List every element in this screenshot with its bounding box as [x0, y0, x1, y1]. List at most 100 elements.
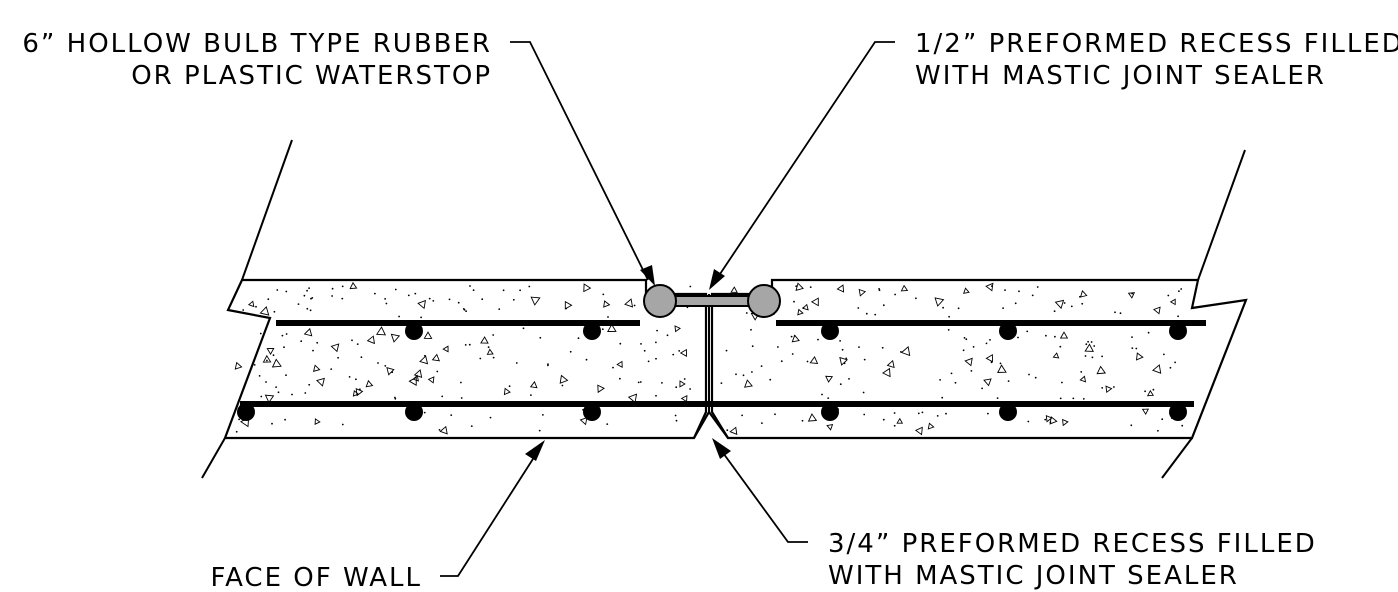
stipple-dot — [965, 338, 968, 341]
stipple-dot — [260, 395, 263, 398]
stipple-aggregate — [312, 364, 321, 372]
stipple-aggregate — [985, 354, 993, 363]
stipple-dot — [601, 328, 604, 331]
stipple-aggregate — [316, 377, 325, 387]
stipple-dot — [272, 354, 275, 357]
stipple-dot — [487, 346, 490, 349]
stipple-aggregate — [1096, 365, 1107, 375]
stipple-dot — [656, 329, 658, 332]
bottom-recess-label-line1: 3/4” PREFORMED RECESS FILLED — [828, 529, 1317, 559]
stipple-dot — [882, 304, 885, 307]
stipple-dot — [1036, 286, 1039, 288]
hollow-bulb-waterstop — [643, 284, 781, 318]
stipple-aggregate — [836, 284, 845, 293]
stipple-dot — [981, 387, 983, 390]
stipple-aggregate — [262, 354, 272, 363]
stipple-dot — [330, 368, 333, 370]
stipple-aggregate — [900, 284, 909, 292]
top-rebar-layer — [276, 320, 1206, 340]
stipple-dot — [612, 366, 614, 369]
stipple-dot — [441, 395, 444, 398]
stipple-aggregate — [480, 336, 489, 344]
stipple-dot — [285, 333, 288, 335]
rebar-dot — [583, 322, 601, 340]
stipple-dot — [726, 429, 729, 432]
stipple-dot — [468, 343, 471, 346]
stipple-dot — [742, 374, 745, 377]
stipple-dot — [1169, 366, 1172, 369]
stipple-dot — [1157, 429, 1159, 432]
stipple-dot — [845, 357, 848, 360]
stipple-dot — [1135, 347, 1138, 350]
stipple-aggregate — [271, 358, 282, 368]
stipple-dot — [843, 362, 846, 365]
stipple-dot — [462, 308, 465, 310]
stipple-aggregate — [985, 282, 994, 292]
stipple-dot — [285, 290, 288, 293]
left-break-line-top — [241, 139, 293, 281]
stipple-dot — [672, 353, 675, 356]
stipple-dot — [655, 341, 657, 344]
stipple-dot — [341, 297, 344, 300]
stipple-dot — [310, 297, 312, 300]
stipple-dot — [569, 350, 572, 353]
stipple-dot — [508, 385, 511, 388]
stipple-dot — [306, 307, 309, 310]
stipple-dot — [481, 298, 484, 301]
stipple-dot — [602, 293, 605, 296]
stipple-dot — [472, 289, 475, 292]
stipple-dot — [678, 350, 681, 352]
stipple-dot — [948, 315, 950, 318]
stipple-dot — [341, 423, 344, 426]
stipple-dot — [841, 348, 844, 351]
stipple-aggregate — [825, 375, 834, 383]
stipple-aggregate — [730, 286, 738, 293]
stipple-dot — [450, 414, 453, 416]
stipple-dot — [821, 393, 823, 396]
stipple-dot — [793, 335, 796, 337]
stipple-dot — [972, 346, 975, 348]
stipple-dot — [253, 364, 256, 366]
stipple-dot — [469, 285, 471, 287]
stipple-dot — [1180, 288, 1183, 290]
stipple-dot — [619, 342, 622, 345]
stipple-dot — [790, 335, 793, 338]
stipple-aggregate — [809, 356, 819, 365]
stipple-dot — [394, 288, 397, 291]
rebar-dot — [821, 322, 839, 340]
stipple-aggregate — [810, 297, 819, 307]
stipple-dot — [436, 370, 439, 373]
stipple-aggregate — [1135, 352, 1144, 361]
stipple-aggregate — [264, 394, 275, 404]
stipple-aggregate — [597, 384, 605, 394]
stipple-dot — [1072, 397, 1075, 400]
stipple-dot — [316, 341, 319, 344]
stipple-dot — [970, 370, 973, 372]
stipple-dot — [637, 381, 640, 384]
stipple-aggregate — [744, 379, 753, 388]
stipple-dot — [689, 388, 691, 390]
stipple-dot — [1101, 387, 1104, 389]
stipple-dot — [271, 422, 273, 425]
stipple-dot — [1054, 335, 1056, 338]
stipple-dot — [1044, 418, 1047, 421]
stipple-dot — [577, 337, 580, 340]
stipple-dot — [917, 412, 920, 415]
stipple-dot — [1017, 336, 1019, 339]
stipple-aggregate — [234, 361, 243, 370]
stipple-dot — [1167, 294, 1170, 297]
stipple-dot — [987, 412, 989, 415]
rebar-dot — [1169, 403, 1187, 421]
stipple-aggregate — [964, 357, 973, 367]
stipple-dot — [341, 285, 344, 288]
stipple-dot — [1028, 373, 1030, 376]
stipple-dot — [950, 372, 953, 375]
stipple-dot — [1027, 420, 1030, 423]
stipple-dot — [547, 364, 549, 367]
stipple-dot — [284, 418, 286, 421]
left-break-line-bottom — [201, 437, 226, 479]
stipple-aggregate — [1054, 299, 1065, 310]
stipple-dot — [760, 365, 763, 367]
stipple-dot — [989, 339, 991, 341]
stipple-dot — [360, 356, 363, 359]
